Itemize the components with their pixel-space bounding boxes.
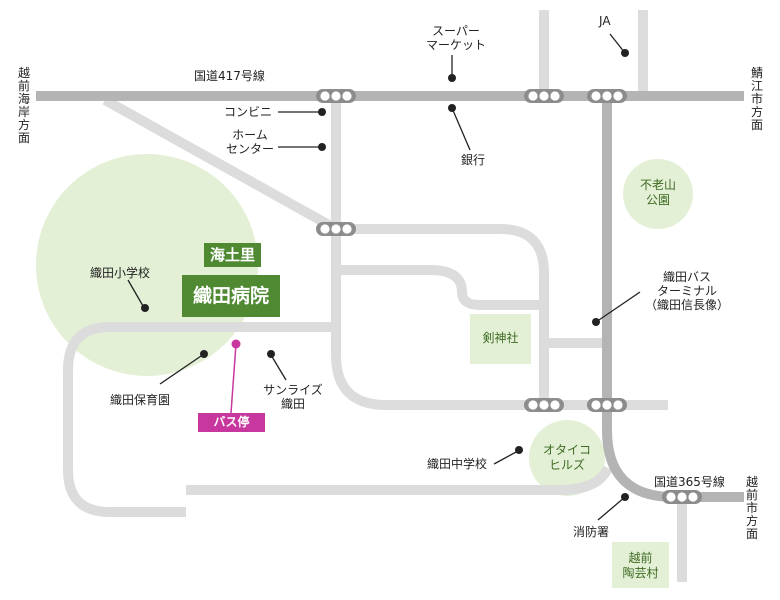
direction-west-label: 越前海岸方面 (17, 66, 30, 145)
bus-terminal-marker (592, 318, 600, 326)
bus-stop-leader (230, 343, 237, 414)
hills-area (529, 420, 605, 496)
traffic-signal (316, 222, 356, 236)
hills-line1: オタイコ (542, 443, 591, 457)
sunrise-marker (267, 350, 275, 358)
sunrise-line1: サンライズ (263, 383, 323, 397)
traffic-signal (524, 89, 564, 103)
supermarket-marker (448, 74, 456, 82)
traffic-signal (662, 490, 702, 504)
road-west-loop (63, 322, 336, 517)
junior-high-marker (515, 446, 523, 454)
park-line1: 不老山 (639, 178, 676, 192)
home-center-marker (318, 143, 326, 151)
route417-label: 国道417号線 (194, 69, 265, 83)
ceramic-village-label: 越前 陶芸村 (612, 551, 669, 581)
convenience-marker (318, 108, 326, 116)
hills-line2: ヒルズ (548, 458, 585, 472)
route365-label: 国道365号線 (654, 475, 725, 489)
ja-marker (621, 49, 629, 57)
bus-terminal-line2: ターミナル (656, 284, 717, 298)
direction-east-label: 鯖江市方面 (750, 66, 763, 132)
ceramic-village-line1: 越前 (628, 551, 653, 565)
bus-terminal-label: 織田バス ターミナル （織田信長像） (632, 270, 742, 312)
traffic-signal (316, 89, 356, 103)
bank-label: 銀行 (461, 153, 486, 167)
nursery-marker (200, 350, 208, 358)
fire-station-label: 消防署 (573, 525, 610, 539)
elementary-school-label: 織田小学校 (90, 266, 151, 280)
supermarket-line2: マーケット (425, 38, 486, 52)
road-loop-east (336, 224, 549, 405)
supermarket-line1: スーパー (432, 24, 480, 38)
traffic-signal (524, 398, 564, 412)
ceramic-village-area (612, 542, 669, 588)
hospital-district-area (36, 154, 258, 376)
shrine-area (470, 314, 531, 364)
sunrise-line2: 織田 (280, 397, 305, 411)
bus-terminal-line3: （織田信長像） (644, 298, 729, 312)
convenience-label: コンビニ (224, 105, 273, 119)
traffic-signal (587, 398, 627, 412)
ceramic-village-line2: 陶芸村 (622, 566, 659, 580)
junior-high-label: 織田中学校 (427, 457, 488, 471)
bus-stop-badge: バス停 (198, 413, 265, 432)
road-inner-south (331, 96, 668, 410)
road-south-link (186, 465, 613, 495)
home-center-line1: ホーム (232, 128, 268, 142)
fire-station-marker (621, 493, 629, 501)
elementary-school-marker (141, 304, 149, 312)
park-label: 不老山 公園 (630, 178, 686, 208)
bus-stop-marker (231, 339, 241, 349)
sunrise-label: サンライズ 織田 (258, 383, 328, 411)
park-line2: 公園 (645, 193, 670, 207)
ja-label: JA (599, 14, 611, 28)
nursery-label: 織田保育園 (110, 393, 171, 407)
home-center-label: ホーム センター (224, 128, 276, 156)
supermarket-label: スーパー マーケット (414, 24, 498, 52)
bus-terminal-line1: 織田バス (662, 270, 711, 284)
road-shrine-bend (336, 265, 544, 310)
home-center-line2: センター (225, 142, 274, 156)
hills-label: オタイコ ヒルズ (536, 443, 598, 473)
road-diagonal-nw (102, 95, 339, 234)
bank-marker (448, 104, 456, 112)
traffic-signal (587, 89, 627, 103)
park-area (623, 159, 693, 229)
direction-southeast-label: 越前市方面 (745, 475, 758, 541)
shrine-label: 剣神社 (482, 331, 519, 345)
hospital-badge: 織田病院 (182, 275, 280, 317)
hospital-area-badge: 海土里 (204, 243, 261, 267)
